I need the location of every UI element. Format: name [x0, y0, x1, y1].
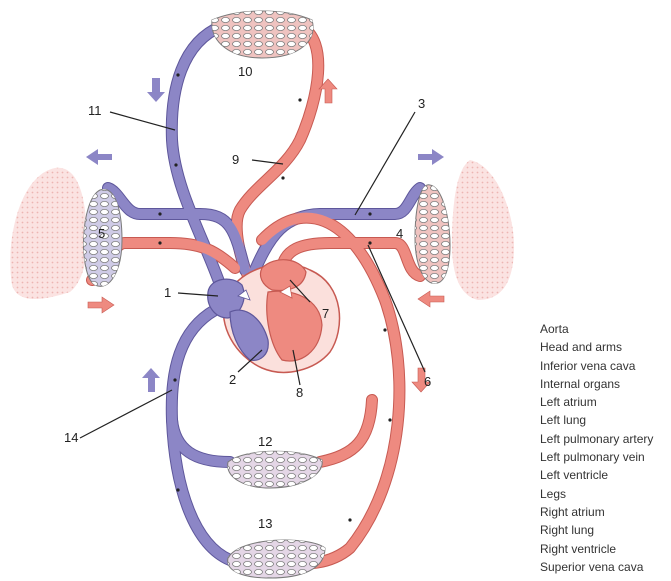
key-item: Aorta: [540, 320, 653, 338]
key-item: Left pulmonary artery: [540, 430, 653, 448]
key-item: Right ventricle: [540, 540, 653, 558]
left-arrow-icon: [86, 149, 112, 165]
label-1: 1: [164, 285, 171, 300]
label-11: 11: [88, 103, 102, 118]
label-4: 4: [396, 226, 403, 241]
label-3: 3: [418, 96, 425, 111]
key-item: Left lung: [540, 411, 653, 429]
key-item: Left ventricle: [540, 466, 653, 484]
left-lung-texture: [452, 160, 514, 300]
label-14: 14: [64, 430, 78, 445]
right-arrow-icon: [88, 297, 114, 313]
key-item: Inferior vena cava: [540, 357, 653, 375]
label-12: 12: [258, 434, 272, 449]
key-item: Superior vena cava: [540, 558, 653, 576]
right-arrow-icon: [418, 149, 444, 165]
key-item: Legs: [540, 485, 653, 503]
label-8: 8: [296, 385, 303, 400]
key-item: Left pulmonary vein: [540, 448, 653, 466]
up-arrow-icon: [142, 368, 160, 392]
down-arrow-icon: [147, 78, 165, 102]
label-6: 6: [424, 374, 431, 389]
key-item: Right atrium: [540, 503, 653, 521]
label-5: 5: [98, 226, 105, 241]
right-lung-texture: [10, 168, 87, 299]
key-item: Right lung: [540, 521, 653, 539]
label-2: 2: [229, 372, 236, 387]
key-item: Head and arms: [540, 338, 653, 356]
label-10: 10: [238, 64, 252, 79]
heart: [208, 260, 340, 373]
label-9: 9: [232, 152, 239, 167]
label-7: 7: [322, 306, 329, 321]
key-list: Aorta Head and arms Inferior vena cava I…: [540, 320, 653, 576]
label-13: 13: [258, 516, 272, 531]
key-item: Internal organs: [540, 375, 653, 393]
left-arrow-icon: [418, 291, 444, 307]
key-item: Left atrium: [540, 393, 653, 411]
